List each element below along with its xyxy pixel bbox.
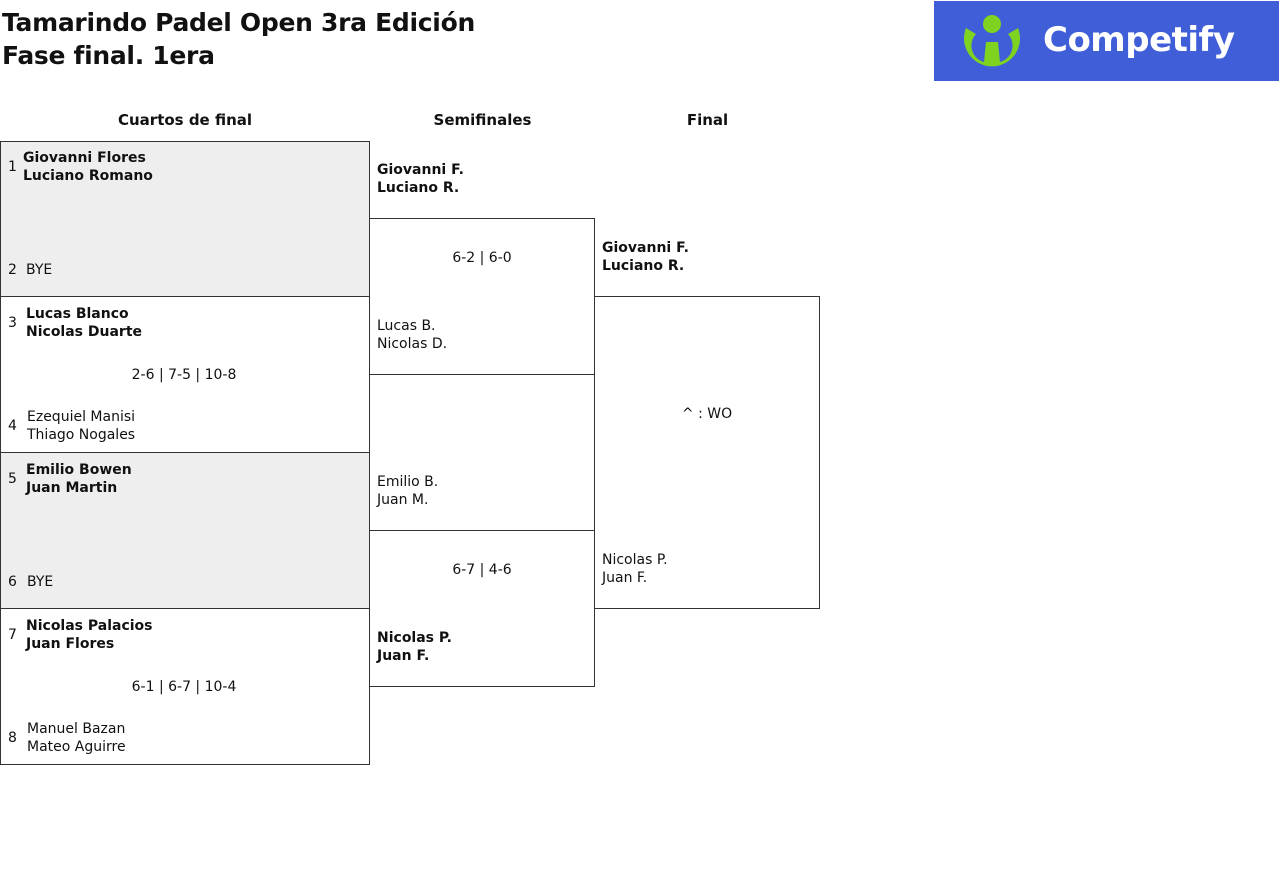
seed-number: 6 <box>8 574 17 590</box>
player-name: Juan F. <box>377 648 430 664</box>
page-title: Tamarindo Padel Open 3ra Edición Fase fi… <box>2 6 475 72</box>
competify-logo[interactable]: Competify <box>934 1 1279 81</box>
player-name: Manuel Bazan <box>27 721 126 737</box>
match-score: 2-6 | 7-5 | 10-8 <box>131 367 237 383</box>
round-header-quarterfinals: Cuartos de final <box>117 111 253 129</box>
semifinal-match-2[interactable] <box>369 530 595 687</box>
player-name: Giovanni Flores <box>23 150 146 166</box>
player-name: Luciano R. <box>602 258 685 274</box>
player-name: Nicolas Palacios <box>26 618 153 634</box>
player-name: Mateo Aguirre <box>27 739 126 755</box>
player-name: Juan Martin <box>26 480 118 496</box>
final-team-top: Giovanni F. Luciano R. <box>602 239 689 275</box>
match-score: 6-7 | 4-6 <box>452 562 512 578</box>
match-score: ^ : WO <box>681 406 733 422</box>
semifinal-match-1[interactable] <box>369 218 595 375</box>
team-loser: Manuel Bazan Mateo Aguirre <box>27 720 126 756</box>
player-name: Nicolas Duarte <box>26 324 143 340</box>
quarterfinal-match-4[interactable] <box>0 608 370 765</box>
phase-name: Fase final. 1era <box>2 41 215 70</box>
player-name: Nicolas P. <box>602 552 668 568</box>
player-name: Nicolas D. <box>377 336 448 352</box>
team-bye: BYE <box>26 261 52 279</box>
seed-number: 3 <box>8 315 17 331</box>
person-icon <box>964 15 1020 67</box>
match-score: 6-2 | 6-0 <box>452 250 512 266</box>
semifinal-1-team-top: Giovanni F. Luciano R. <box>377 161 464 197</box>
match-score: 6-1 | 6-7 | 10-4 <box>131 679 237 695</box>
round-header-final: Final <box>686 111 729 129</box>
logo-text: Competify <box>1043 20 1235 60</box>
final-team-bottom: Nicolas P. Juan F. <box>602 551 668 587</box>
player-name: Luciano Romano <box>23 168 153 184</box>
player-name: Giovanni F. <box>602 240 689 256</box>
seed-number: 1 <box>8 159 17 175</box>
team-winner: Emilio Bowen Juan Martin <box>26 461 132 497</box>
team-bye: BYE <box>27 573 53 591</box>
player-name: Giovanni F. <box>377 162 464 178</box>
tournament-name: Tamarindo Padel Open 3ra Edición <box>2 8 475 37</box>
player-name: BYE <box>26 262 53 278</box>
player-name: Nicolas P. <box>377 630 452 646</box>
semifinal-1-team-bottom: Lucas B. Nicolas D. <box>377 317 447 353</box>
seed-number: 5 <box>8 471 17 487</box>
player-name: Emilio Bowen <box>26 462 132 478</box>
semifinal-2-team-bottom: Nicolas P. Juan F. <box>377 629 452 665</box>
player-name: Ezequiel Manisi <box>27 409 136 425</box>
team-winner: Giovanni Flores Luciano Romano <box>23 149 153 185</box>
player-name: Emilio B. <box>377 474 439 490</box>
seed-number: 8 <box>8 730 17 746</box>
team-winner: Nicolas Palacios Juan Flores <box>26 617 153 653</box>
player-name: Juan F. <box>602 570 648 586</box>
player-name: Lucas B. <box>377 318 436 334</box>
player-name: Juan Flores <box>26 636 115 652</box>
player-name: Lucas Blanco <box>26 306 129 322</box>
quarterfinal-match-1[interactable] <box>0 141 370 297</box>
player-name: Luciano R. <box>377 180 460 196</box>
round-header-semifinals: Semifinales <box>433 111 532 129</box>
player-name: Thiago Nogales <box>27 427 136 443</box>
final-match[interactable] <box>594 296 820 609</box>
team-winner: Lucas Blanco Nicolas Duarte <box>26 305 142 341</box>
seed-number: 7 <box>8 627 17 643</box>
player-name: Juan M. <box>377 492 429 508</box>
player-name: BYE <box>27 574 54 590</box>
semifinal-2-team-top: Emilio B. Juan M. <box>377 473 438 509</box>
team-loser: Ezequiel Manisi Thiago Nogales <box>27 408 135 444</box>
quarterfinal-match-2[interactable] <box>0 296 370 453</box>
seed-number: 4 <box>8 418 17 434</box>
seed-number: 2 <box>8 262 17 278</box>
